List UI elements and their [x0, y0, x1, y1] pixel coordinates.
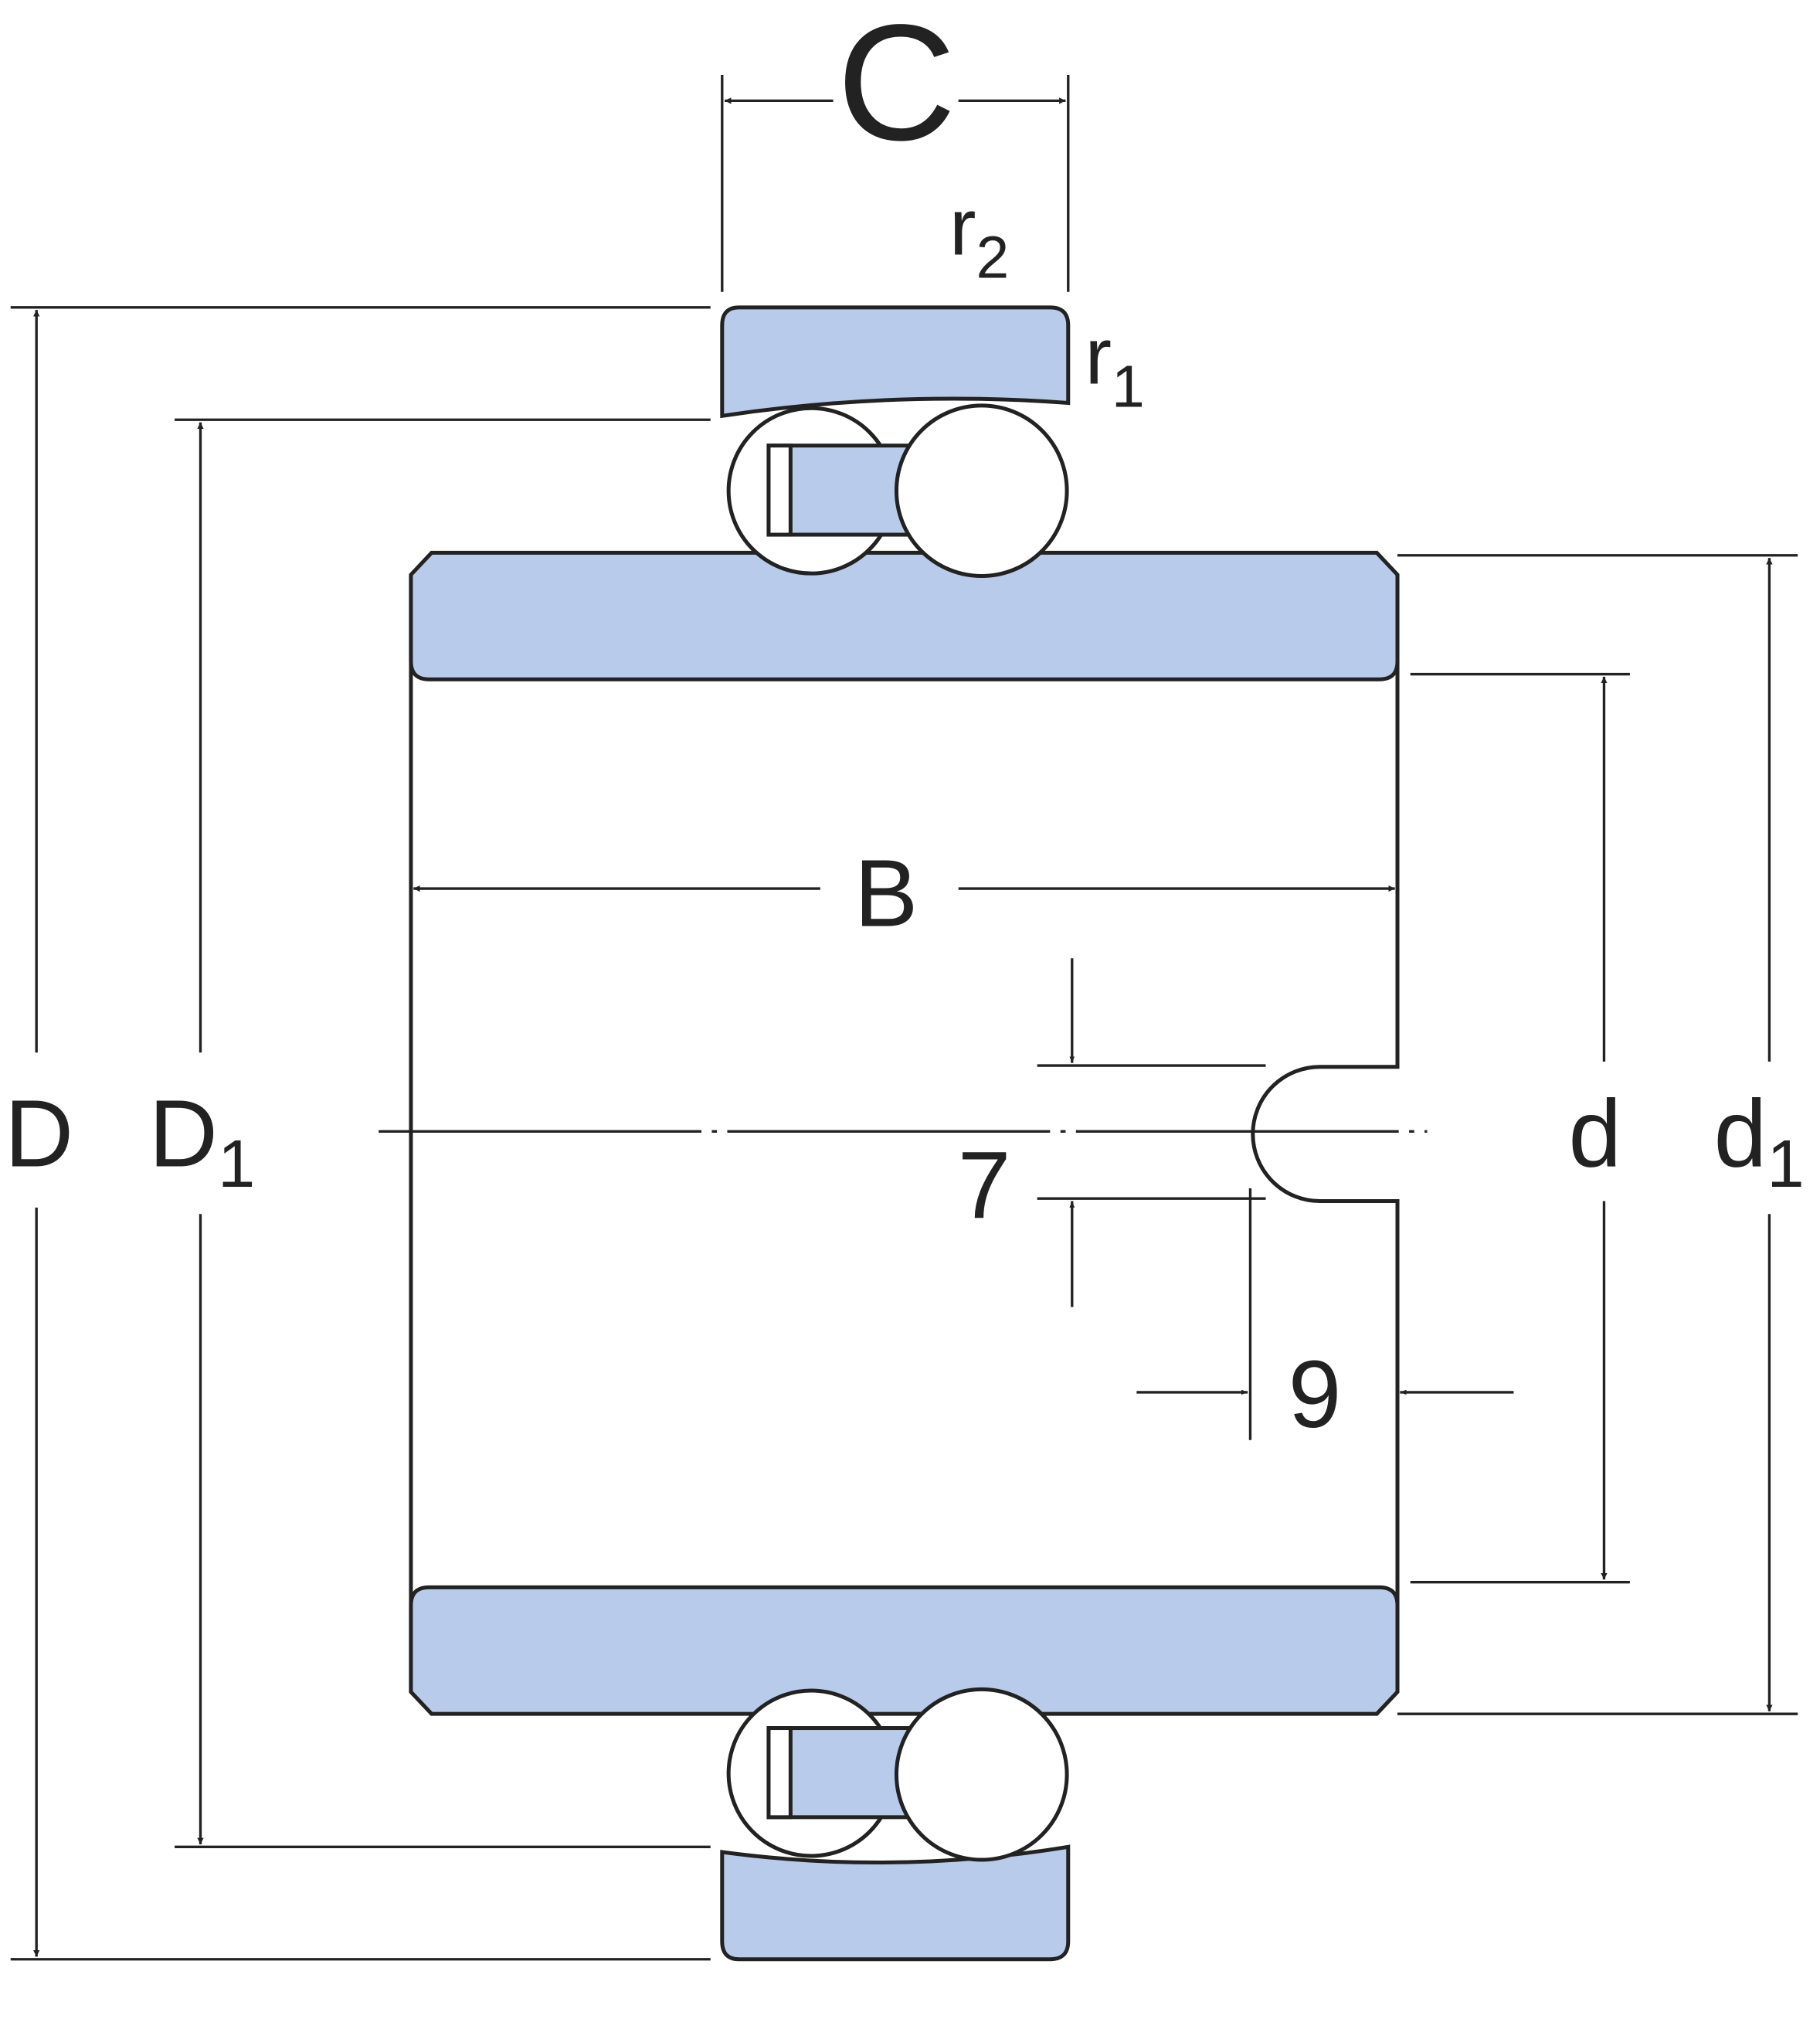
cage-slot-bottom — [766, 1726, 793, 1820]
label-groove-offset: 9 — [1289, 1341, 1342, 1448]
label-d1: d1 — [1714, 1080, 1805, 1201]
label-r1: r1 — [1085, 311, 1144, 420]
sleeve-wall-top — [409, 550, 1400, 681]
label-r2-sub: 2 — [976, 224, 1009, 291]
label-r2-base: r — [949, 182, 976, 271]
rolling-elements-top — [726, 403, 1069, 579]
label-r1-sub: 1 — [1112, 354, 1145, 420]
outer-ring-top — [720, 305, 1071, 419]
label-d1-sub: 1 — [1767, 1127, 1804, 1201]
rolling-elements-bottom — [726, 1687, 1069, 1862]
label-b: B — [854, 840, 918, 947]
sleeve-outline — [409, 574, 1400, 1692]
label-d1-base: d — [1714, 1080, 1767, 1187]
label-r1-base: r — [1085, 311, 1112, 400]
cage-slot-top — [766, 444, 793, 537]
label-r2: r2 — [949, 182, 1009, 291]
label-c: C — [837, 0, 956, 175]
cage-top — [766, 444, 915, 537]
outer-ring-bottom — [720, 1844, 1071, 1962]
label-D: D — [5, 1080, 73, 1187]
adapter-sleeve — [409, 550, 1400, 1716]
ball-right-top — [894, 403, 1069, 579]
label-D1-sub: 1 — [218, 1127, 255, 1201]
label-d: d — [1568, 1080, 1621, 1187]
label-D1-base: D — [149, 1080, 218, 1187]
extension-lines — [10, 74, 1798, 1961]
label-D1: D1 — [149, 1080, 256, 1201]
sleeve-wall-bottom — [409, 1585, 1400, 1716]
ball-right-bottom — [894, 1687, 1069, 1862]
label-groove-height: 7 — [958, 1132, 1011, 1239]
dimension-lines — [33, 97, 1773, 1957]
